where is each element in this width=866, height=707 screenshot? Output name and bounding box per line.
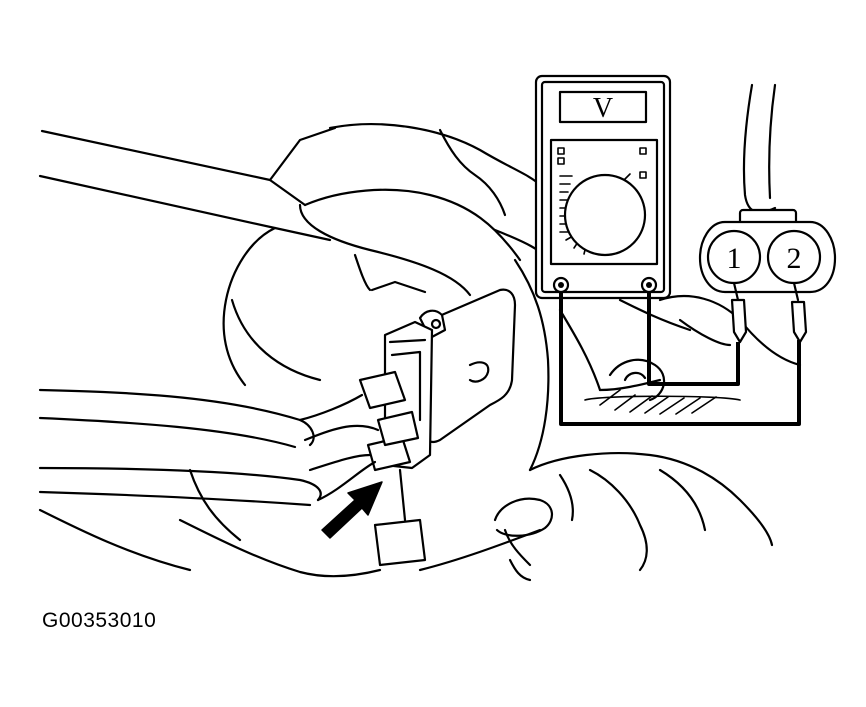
test-leads — [559, 292, 801, 426]
figure-code: G00353010 — [42, 609, 157, 632]
arrow-icon — [321, 481, 383, 539]
meter-display-label: V — [593, 93, 613, 124]
sensor-bracket — [298, 288, 517, 567]
meter-display — [558, 90, 648, 124]
selector-dial — [563, 173, 647, 257]
voltmeter: V — [534, 74, 672, 300]
probe-1 — [730, 298, 748, 344]
terminal-1-label: 1 — [727, 242, 742, 275]
terminal-2-label: 2 — [787, 242, 802, 275]
engine-background — [38, 83, 802, 582]
sensor-connector: 1 2 — [698, 208, 837, 344]
probe-2 — [790, 300, 808, 344]
